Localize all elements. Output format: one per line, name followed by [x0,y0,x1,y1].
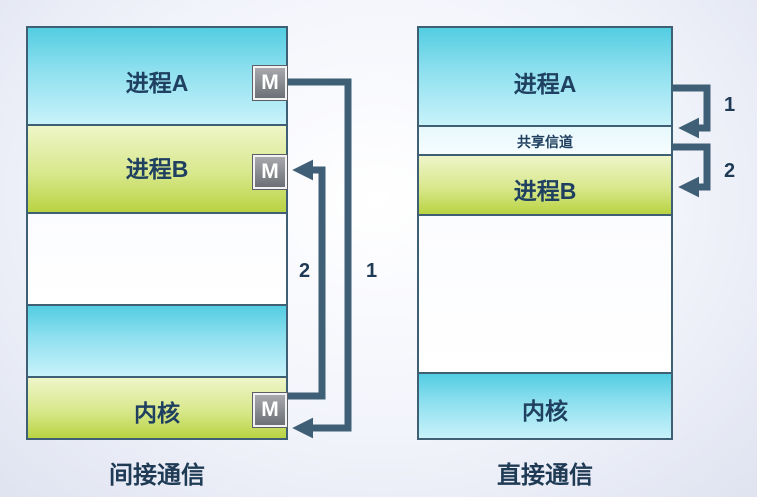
direct-arrow-2-label: 2 [724,160,736,182]
indirect-process-b-label: 进程B [125,156,189,182]
direct-process-a-block: 进程A [417,26,673,127]
direct-kernel-label: 内核 [522,398,568,424]
direct-kernel-block: 内核 [417,374,673,440]
indirect-arrow-1-label: 1 [366,260,378,282]
indirect-arrow-2-label: 2 [299,260,311,282]
direct-shared-channel-label: 共享信道 [517,134,573,150]
direct-process-b-block: 进程B [417,156,673,216]
mailbox-icon-a: M [253,66,287,100]
indirect-free-block [26,214,288,306]
indirect-kernel-label: 内核 [134,400,180,426]
direct-arrow-1-label: 1 [724,94,736,116]
indirect-process-b-block: 进程B [26,126,288,214]
indirect-arrow-1 [288,78,352,439]
direct-process-a-label: 进程A [513,71,577,97]
indirect-process-a-label: 进程A [125,70,189,96]
indirect-process-a-block: 进程A [26,26,288,126]
indirect-caption: 间接通信 [109,462,205,489]
direct-arrow-2 [673,143,711,198]
direct-process-b-label: 进程B [513,178,577,204]
direct-free-block [417,216,673,374]
direct-shared-channel-block: 共享信道 [417,127,673,156]
mailbox-icon-b: M [253,155,287,189]
indirect-cyan-block [26,306,288,378]
mailbox-icon-kernel: M [253,393,287,427]
indirect-kernel-block: 内核 [26,378,288,440]
direct-caption: 直接通信 [497,462,593,489]
direct-arrow-1 [673,84,711,139]
indirect-arrow-2 [288,159,326,400]
